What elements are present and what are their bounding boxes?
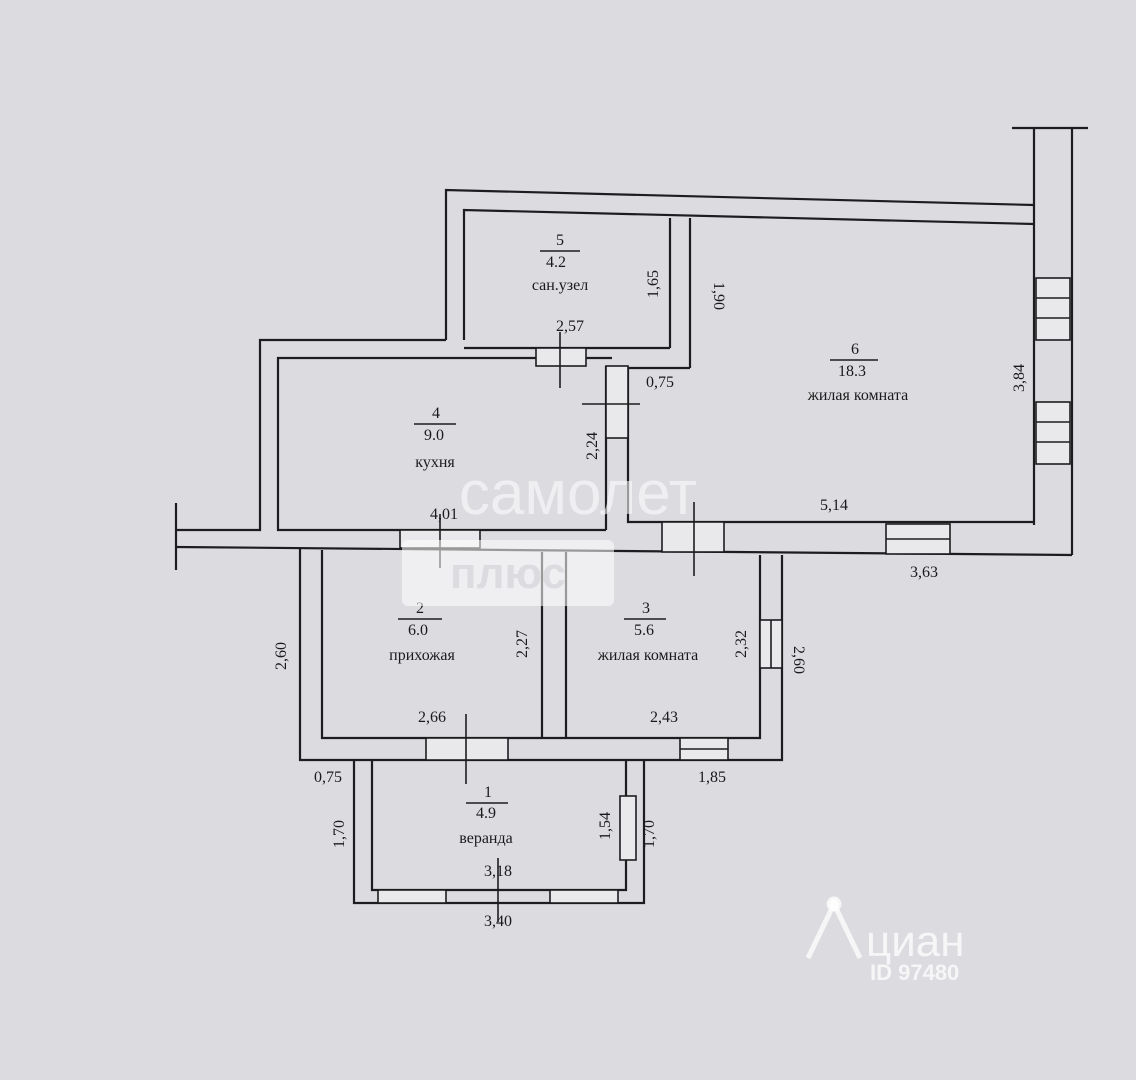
- room-3-label: 3 5.6 жилая комната: [597, 600, 698, 664]
- dim-3-40: 3,40: [484, 913, 512, 930]
- plus-watermark-text: плюс: [450, 549, 566, 598]
- plus-badge: [402, 540, 614, 606]
- room-6-name: жилая комната: [807, 387, 908, 404]
- room-6-area: 18.3: [838, 363, 866, 380]
- room-6-number: 6: [851, 341, 859, 358]
- room-4-number: 4: [432, 405, 440, 422]
- room-4-name: кухня: [415, 454, 455, 471]
- dimensions: 2,57 1,65 1,90 0,75 3,84 2,24 4,01 5,14 …: [273, 270, 1028, 930]
- dim-3-84: 3,84: [1011, 364, 1028, 392]
- room-3-area: 5.6: [634, 622, 654, 639]
- room-1-name: веранда: [459, 830, 512, 847]
- dim-0-75-bottom: 0,75: [314, 769, 342, 786]
- dim-2-60-left: 2,60: [273, 642, 290, 670]
- dim-0-75-top: 0,75: [646, 374, 674, 391]
- dim-2-24: 2,24: [584, 432, 601, 460]
- room-3-number: 3: [642, 600, 650, 617]
- dim-4-01: 4,01: [430, 506, 458, 523]
- room-6-label: 6 18.3 жилая комната: [807, 341, 908, 404]
- room-5-area: 4.2: [546, 254, 566, 271]
- room-1-label: 1 4.9 веранда: [459, 784, 512, 847]
- cian-watermark-text: циан: [866, 917, 965, 966]
- dim-1-65: 1,65: [645, 270, 662, 298]
- room-2-label: 2 6.0 прихожая: [389, 600, 455, 664]
- room-1-area: 4.9: [476, 805, 496, 822]
- dim-1-90: 1,90: [710, 282, 727, 310]
- dim-3-63: 3,63: [910, 564, 938, 581]
- dim-1-85: 1,85: [698, 769, 726, 786]
- room-3-name: жилая комната: [597, 647, 698, 664]
- room-2-number: 2: [416, 600, 424, 617]
- dim-1-54: 1,54: [597, 812, 614, 840]
- openings: [377, 277, 1071, 922]
- dim-1-70-left: 1,70: [331, 820, 348, 848]
- room-2-name: прихожая: [389, 647, 455, 664]
- dim-2-27: 2,27: [514, 630, 531, 658]
- room-5-name: сан.узел: [532, 277, 588, 294]
- dim-3-18: 3,18: [484, 863, 512, 880]
- dim-2-57: 2,57: [556, 318, 584, 335]
- dim-2-66: 2,66: [418, 709, 446, 726]
- dim-2-32: 2,32: [733, 630, 750, 658]
- dim-2-43: 2,43: [650, 709, 678, 726]
- dim-2-60-right: 2,60: [790, 646, 807, 674]
- dim-1-70-right: 1,70: [641, 820, 658, 848]
- room-4-area: 9.0: [424, 427, 444, 444]
- cian-watermark: циан ID 97480: [805, 896, 965, 985]
- samolet-plus-watermark: самолет плюс: [402, 459, 697, 606]
- room-2-area: 6.0: [408, 622, 428, 639]
- samolet-watermark-text: самолет: [459, 459, 697, 528]
- room-5-label: 5 4.2 сан.узел: [532, 232, 588, 294]
- room-1-number: 1: [484, 784, 492, 801]
- room-5-number: 5: [556, 232, 564, 249]
- dim-5-14: 5,14: [820, 497, 848, 514]
- cian-logo-icon: [805, 896, 863, 960]
- cian-id-text: ID 97480: [870, 960, 959, 985]
- room-4-label: 4 9.0 кухня: [414, 405, 456, 471]
